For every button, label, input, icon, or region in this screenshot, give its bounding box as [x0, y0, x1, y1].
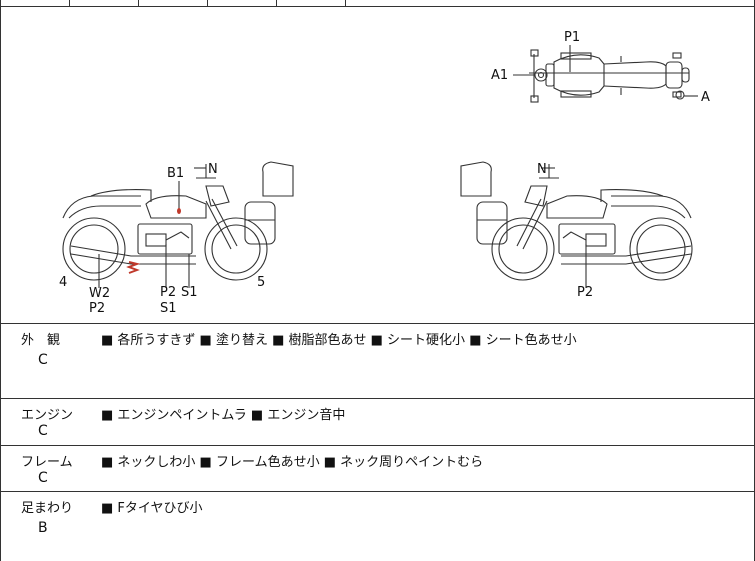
label-w2-left: W2 — [89, 286, 111, 301]
section-frame: フレーム C ■ ネックしわ小 ■ フレーム色あせ小 ■ ネック周りペイントむら — [1, 446, 754, 492]
top-view-motorcycle — [513, 45, 698, 103]
section-notes: ■ Fタイヤひび小 — [101, 501, 203, 516]
label-5-left: 5 — [257, 275, 266, 290]
label-n-left: N — [208, 162, 218, 177]
section-category: 足まわり — [21, 501, 74, 516]
section-category: フレーム — [21, 455, 73, 470]
section-notes: ■ 各所うすきず ■ 塗り替え ■ 樹脂部色あせ ■ シート硬化小 ■ シート色… — [101, 333, 577, 348]
section-grade: C — [38, 423, 48, 439]
top-table-remnant — [1, 0, 754, 7]
label-4-left: 4 — [59, 275, 68, 290]
label-s1b-left: S1 — [160, 301, 177, 316]
damage-marks — [126, 208, 181, 274]
motorcycle-drawings — [62, 45, 698, 288]
label-p2-right: P2 — [577, 285, 594, 300]
right-side-motorcycle — [460, 161, 693, 288]
label-p2b-left: P2 — [160, 285, 177, 300]
label-a1-top: A1 — [491, 68, 509, 83]
label-b1-left: B1 — [167, 166, 185, 181]
section-exterior: 外 観 C ■ 各所うすきず ■ 塗り替え ■ 樹脂部色あせ ■ シート硬化小 … — [1, 324, 754, 399]
section-grade: B — [38, 520, 48, 536]
left-side-motorcycle — [62, 161, 294, 288]
section-category: エンジン — [21, 408, 74, 423]
section-suspension: 足まわり B ■ Fタイヤひび小 — [1, 492, 754, 561]
label-a-top: A — [701, 90, 710, 105]
section-notes: ■ ネックしわ小 ■ フレーム色あせ小 ■ ネック周りペイントむら — [101, 455, 484, 470]
section-grade: C — [38, 470, 48, 486]
section-engine: エンジン C ■ エンジンペイントムラ ■ エンジン音中 — [1, 399, 754, 446]
label-n-right: N — [537, 162, 547, 177]
section-notes: ■ エンジンペイントムラ ■ エンジン音中 — [101, 408, 346, 423]
label-p2a-left: P2 — [89, 301, 106, 316]
label-p1-top: P1 — [564, 30, 581, 45]
section-category: 外 観 — [21, 333, 61, 348]
label-s1a-left: S1 — [181, 285, 198, 300]
section-grade: C — [38, 352, 48, 368]
motorcycle-damage-diagram: P1 A1 A B1 N 4 W2 P2 P2 S1 S1 5 N P2 — [1, 6, 754, 324]
